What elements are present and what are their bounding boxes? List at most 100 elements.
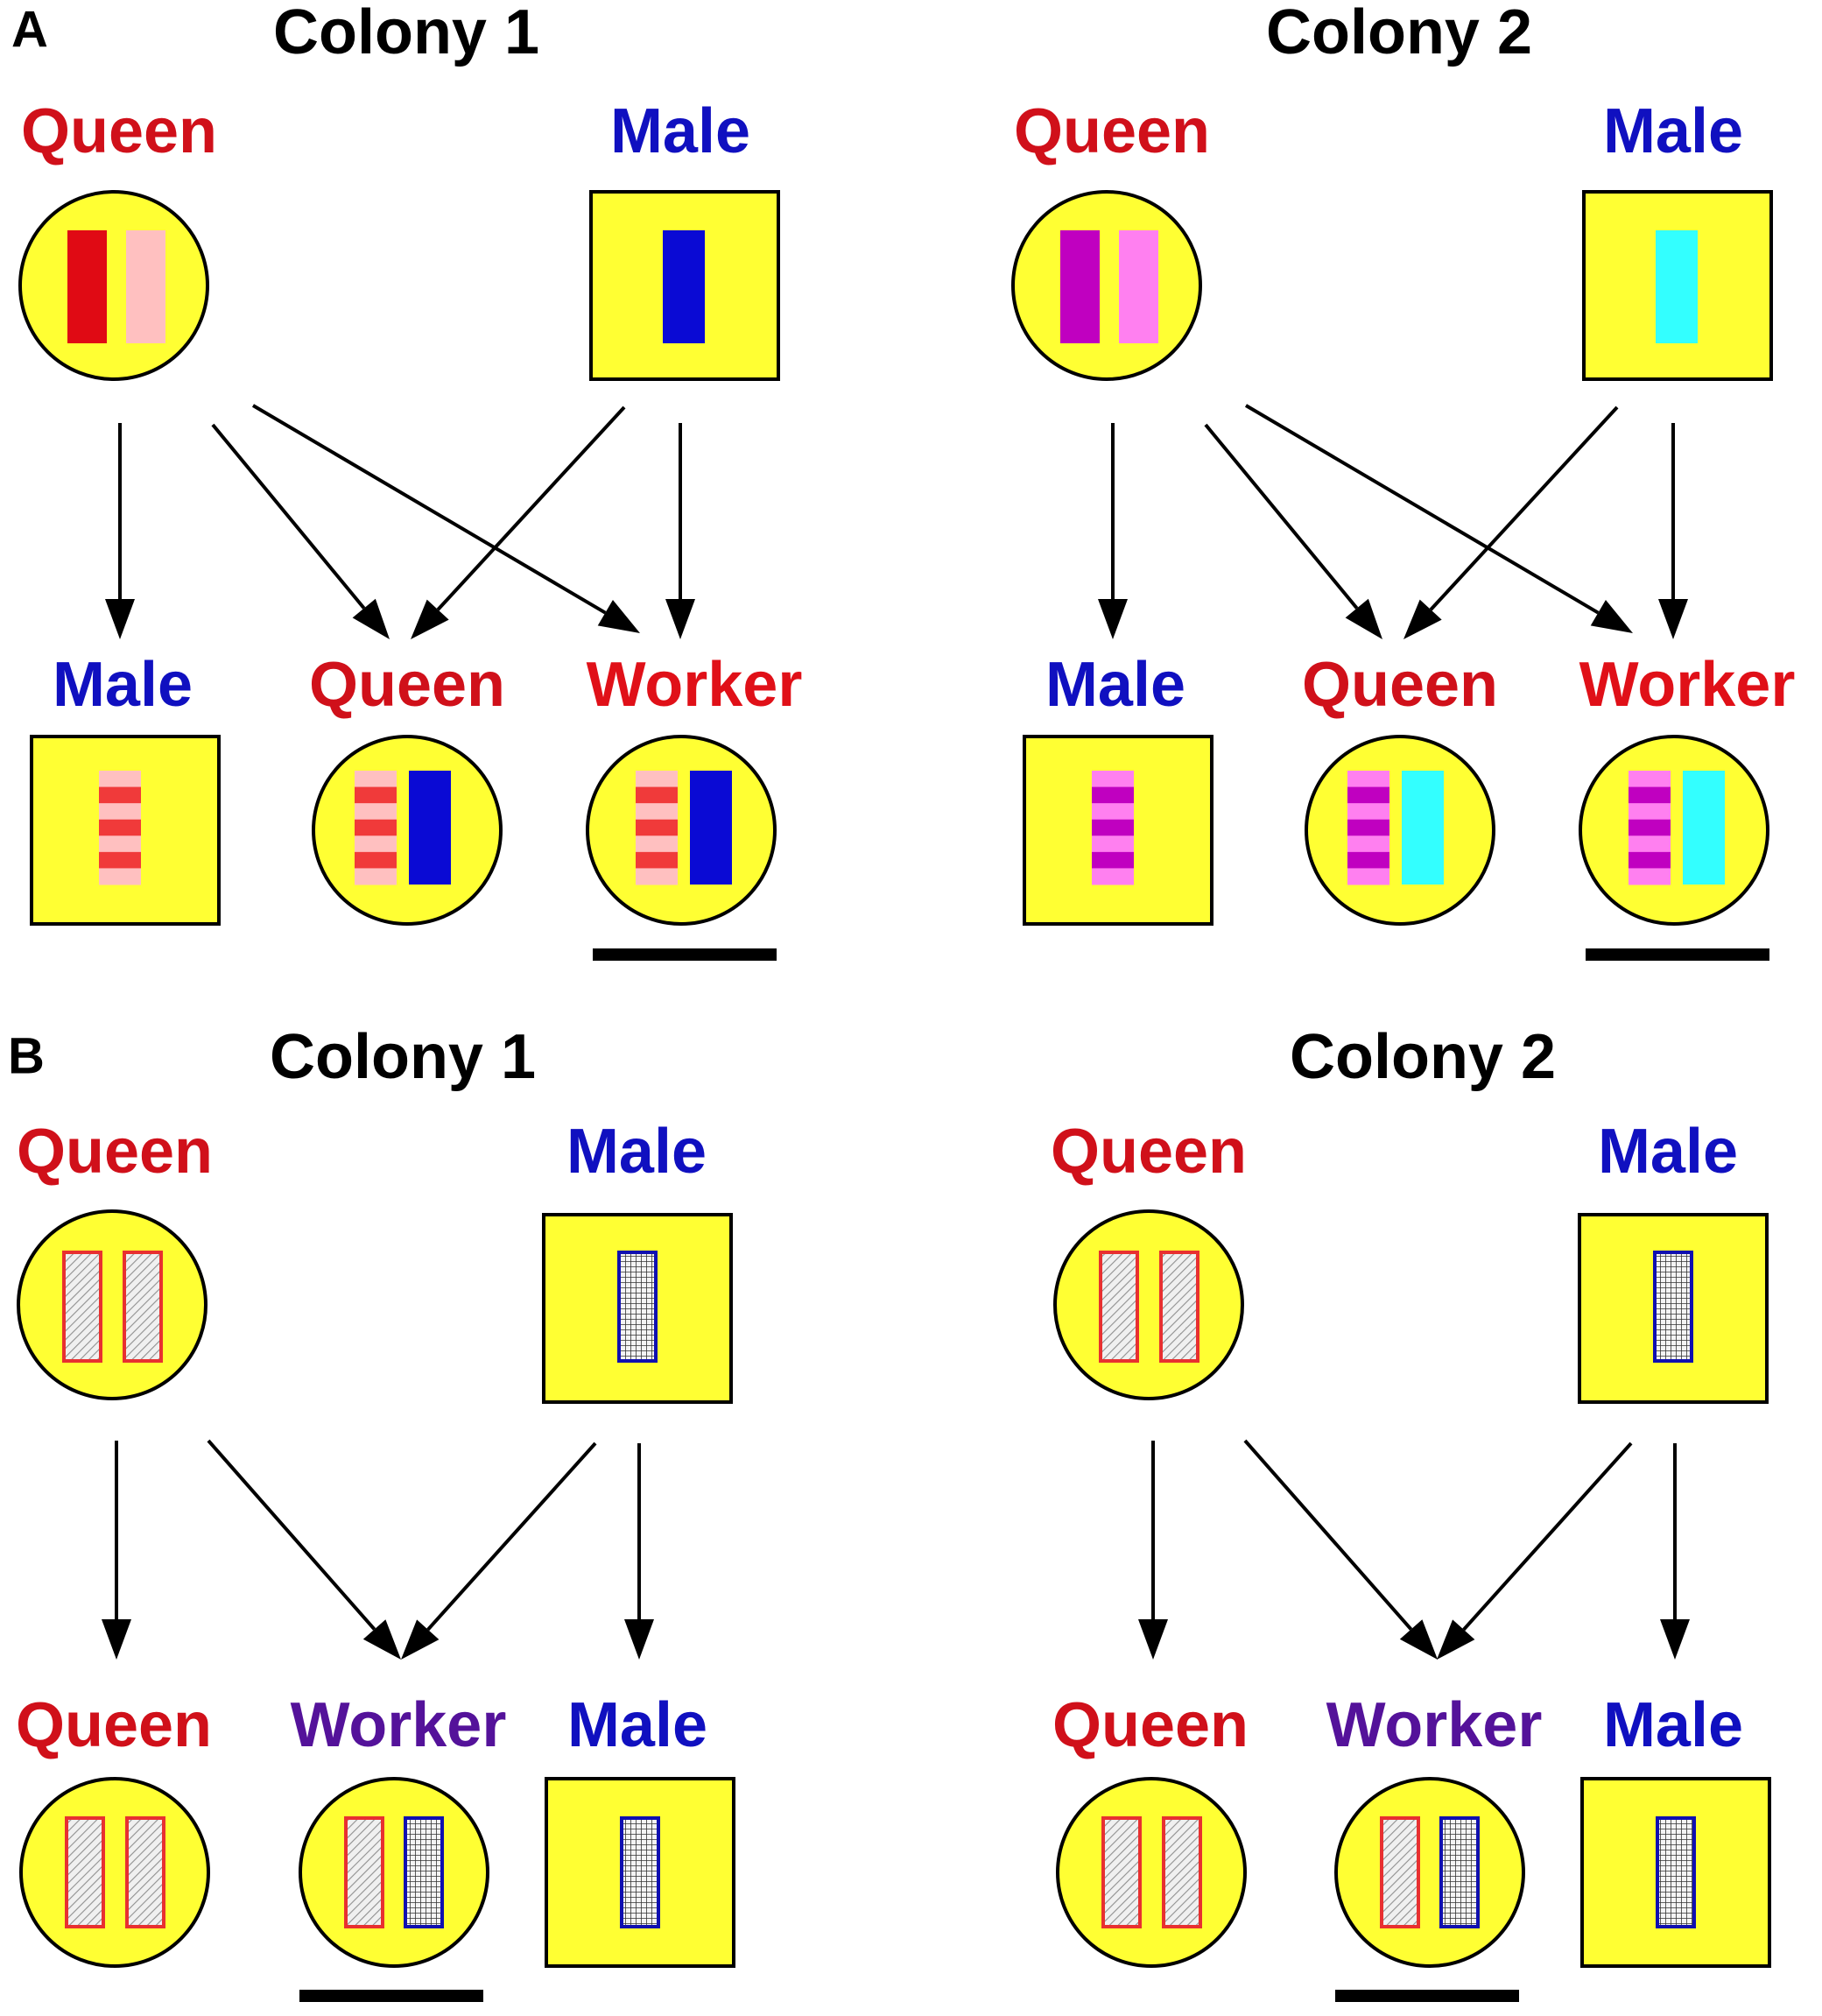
arrow-shaft: [211, 423, 366, 610]
arrow-head: [1345, 598, 1382, 639]
colony-title: Colony 1: [270, 1022, 536, 1092]
arrow-shaft: [1243, 1439, 1413, 1631]
maternal-allele: [1101, 1816, 1142, 1928]
maternal-allele: [125, 1816, 165, 1928]
arrow-head: [1098, 599, 1128, 639]
arrow-head: [105, 599, 135, 639]
offspring-male-body: [545, 1777, 735, 1968]
mosaic-stripe: [99, 851, 141, 869]
arrow: [1243, 1439, 1438, 1660]
colony-title: Colony 1: [273, 0, 539, 67]
arrow: [1658, 423, 1688, 639]
offspring-worker-body: [299, 1777, 489, 1968]
offspring-worker-body: [586, 735, 777, 926]
arrow: [1098, 423, 1128, 639]
offspring-queen-body: [312, 735, 503, 926]
queen-label: Queen: [1014, 96, 1210, 166]
paternal-allele: [1656, 1816, 1696, 1928]
offspring-worker-label: Worker: [587, 650, 803, 720]
arrow: [624, 1443, 654, 1660]
mosaic-stripe: [1092, 786, 1134, 804]
offspring-male-label: Male: [1603, 1690, 1743, 1760]
arrow: [1244, 404, 1633, 633]
paternal-allele: [663, 230, 705, 343]
recombined-maternal-allele: [1347, 771, 1389, 885]
colony-title: Colony 2: [1290, 1022, 1556, 1092]
mosaic-stripe: [1347, 868, 1389, 885]
arrow-head: [352, 598, 390, 639]
offspring-male-label: Male: [53, 650, 193, 720]
maternal-allele: [1159, 1251, 1199, 1363]
arrow-head: [1138, 1619, 1168, 1660]
queen-label: Queen: [21, 96, 217, 166]
mosaic-stripe: [99, 819, 141, 836]
queen-body: [1053, 1209, 1244, 1400]
arrow-head: [1660, 1619, 1690, 1660]
mosaic-stripe: [1347, 786, 1389, 804]
paternal-allele: [1402, 771, 1444, 885]
underline-bar: [593, 948, 777, 961]
maternal-allele: [123, 1251, 163, 1363]
mosaic-stripe: [99, 835, 141, 853]
arrow: [401, 1442, 597, 1660]
male-label: Male: [566, 1117, 707, 1187]
offspring-queen-body: [19, 1777, 210, 1968]
queen-body: [18, 190, 209, 381]
arrow-head: [1437, 1619, 1475, 1660]
offspring-worker-body: [1579, 735, 1769, 926]
mosaic-stripe: [636, 851, 678, 869]
maternal-allele: [1060, 230, 1100, 343]
male-label: Male: [1598, 1117, 1738, 1187]
mosaic-stripe: [1629, 786, 1671, 804]
panel-letter: B: [8, 1027, 45, 1084]
maternal-allele: [1162, 1816, 1202, 1928]
mosaic-stripe: [99, 771, 141, 788]
maternal-allele: [62, 1251, 102, 1363]
mosaic-stripe: [1629, 868, 1671, 885]
recombined-maternal-allele: [99, 771, 141, 885]
mosaic-stripe: [636, 868, 678, 885]
male-label: Male: [1603, 96, 1743, 166]
arrow-head: [1403, 599, 1442, 639]
arrow: [207, 1439, 401, 1660]
paternal-allele: [1653, 1251, 1693, 1363]
mosaic-stripe: [355, 868, 397, 885]
mosaic-stripe: [636, 786, 678, 804]
offspring-queen-label: Queen: [1052, 1690, 1249, 1760]
mosaic-stripe: [1092, 803, 1134, 821]
mosaic-stripe: [355, 851, 397, 869]
offspring-worker-label: Worker: [1579, 650, 1796, 720]
mosaic-stripe: [99, 803, 141, 821]
arrow: [1204, 423, 1382, 639]
mosaic-stripe: [636, 835, 678, 853]
maternal-allele: [65, 1816, 105, 1928]
underline-bar: [1335, 1990, 1519, 2002]
mosaic-stripe: [1629, 803, 1671, 821]
arrow-head: [401, 1619, 440, 1660]
arrow: [105, 423, 135, 639]
arrow-shaft: [1429, 405, 1619, 611]
arrow-shaft: [1244, 404, 1600, 615]
arrow-head: [1590, 600, 1633, 633]
mosaic-stripe: [1347, 803, 1389, 821]
mosaic-stripe: [1629, 835, 1671, 853]
paternal-allele: [404, 1816, 444, 1928]
mosaic-stripe: [1629, 771, 1671, 788]
mosaic-stripe: [636, 803, 678, 821]
mosaic-stripe: [99, 868, 141, 885]
offspring-worker-body: [1334, 1777, 1525, 1968]
queen-label: Queen: [17, 1117, 213, 1187]
mosaic-stripe: [1092, 771, 1134, 788]
panel-letter: A: [11, 1, 48, 58]
mosaic-stripe: [1347, 771, 1389, 788]
mosaic-stripe: [355, 771, 397, 788]
mosaic-stripe: [636, 819, 678, 836]
offspring-queen-body: [1305, 735, 1495, 926]
mosaic-stripe: [1629, 819, 1671, 836]
mosaic-stripe: [1092, 819, 1134, 836]
paternal-allele: [1683, 771, 1725, 885]
recombined-maternal-allele: [636, 771, 678, 885]
maternal-allele: [126, 230, 165, 343]
